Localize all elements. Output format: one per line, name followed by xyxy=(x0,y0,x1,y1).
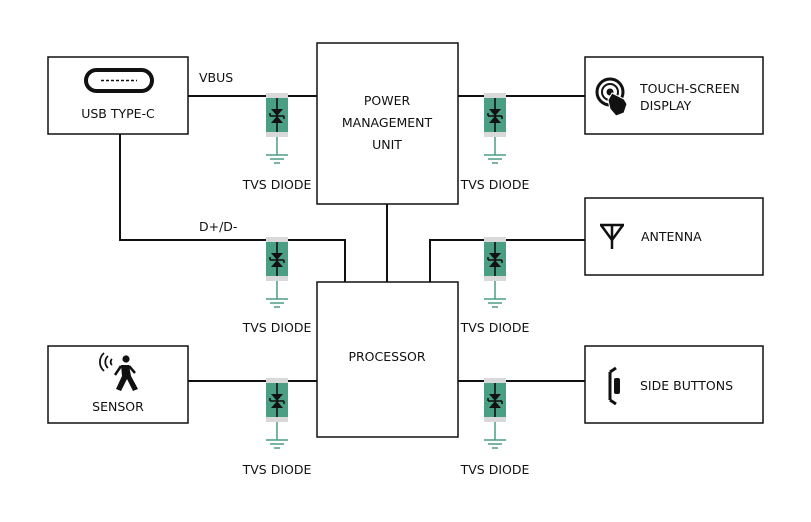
tvs-diode-side-buttons: TVS DIODE xyxy=(460,377,530,477)
processor-label: PROCESSOR xyxy=(348,349,425,364)
motion-sensor-icon xyxy=(99,352,138,391)
data-wire xyxy=(119,134,346,282)
tvs-label: TVS DIODE xyxy=(460,177,530,192)
usb-block: USB TYPE-C xyxy=(47,56,189,135)
antenna-label: ANTENNA xyxy=(641,229,702,244)
side-buttons-block: SIDE BUTTONS xyxy=(584,345,764,424)
antenna-block: ANTENNA xyxy=(584,197,764,276)
side-button-icon xyxy=(608,366,620,406)
touch-display-block: TOUCH-SCREEN DISPLAY xyxy=(584,56,764,135)
processor-block: PROCESSOR xyxy=(316,281,459,438)
tvs-diode-touch: TVS DIODE xyxy=(460,92,530,192)
usb-label: USB TYPE-C xyxy=(81,106,155,121)
antenna-icon xyxy=(599,223,625,249)
sensor-block: SENSOR xyxy=(47,345,189,424)
touch-label-line2: DISPLAY xyxy=(640,98,692,113)
data-signal-label: D+/D- xyxy=(199,219,237,234)
usb-c-connector-icon xyxy=(84,68,154,93)
wires xyxy=(119,95,585,382)
pmu-label-line2: MANAGEMENT xyxy=(342,115,433,130)
pmu-label-line3: UNIT xyxy=(372,137,402,152)
tvs-diode-sensor: TVS DIODE xyxy=(242,377,312,477)
tvs-label: TVS DIODE xyxy=(460,462,530,477)
tvs-label: TVS DIODE xyxy=(460,320,530,335)
touch-label-line1: TOUCH-SCREEN xyxy=(639,81,740,96)
tvs-label: TVS DIODE xyxy=(242,462,312,477)
sensor-label: SENSOR xyxy=(92,399,144,414)
tvs-diode-vbus: TVS DIODE xyxy=(242,92,312,192)
tvs-label: TVS DIODE xyxy=(242,320,312,335)
tvs-diode-data: TVS DIODE xyxy=(242,236,312,335)
pmu-label-line1: POWER xyxy=(364,93,411,108)
pmu-block: POWER MANAGEMENT UNIT xyxy=(316,42,459,205)
tvs-label: TVS DIODE xyxy=(242,177,312,192)
tvs-diode-antenna: TVS DIODE xyxy=(460,236,530,335)
side-buttons-label: SIDE BUTTONS xyxy=(640,378,733,393)
antenna-wire xyxy=(429,239,585,282)
vbus-label: VBUS xyxy=(199,70,233,85)
touch-finger-icon xyxy=(595,77,628,117)
